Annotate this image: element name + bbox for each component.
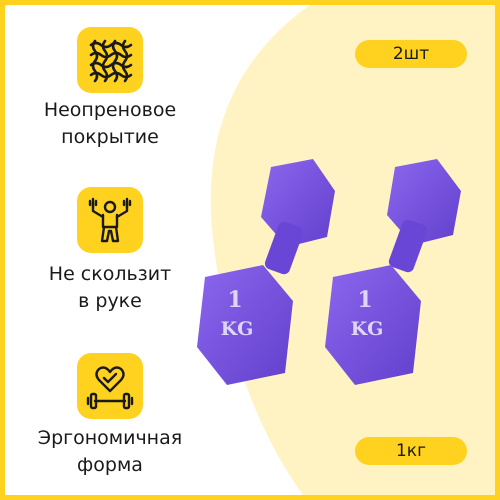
- left-dumbbell: 1 KG: [197, 159, 335, 385]
- lifting-person-icon: [77, 187, 143, 253]
- left-weight-number: 1: [227, 287, 242, 313]
- feature-label-grip: Не скользит в руке: [48, 263, 172, 312]
- weight-badge: 1кг: [355, 437, 467, 465]
- feature-label-coating: Неопреновое покрытие: [43, 99, 177, 148]
- woven-mesh-icon: [77, 27, 143, 93]
- heart-barbell-icon: [77, 353, 143, 419]
- right-weight-number: 1: [357, 287, 372, 313]
- feature-label-shape: Эргономичная форма: [37, 427, 183, 476]
- left-weight-unit: KG: [221, 318, 254, 340]
- right-weight-unit: KG: [351, 318, 384, 340]
- quantity-badge: 2шт: [355, 40, 467, 68]
- dumbbell-pair: 1 KG 1 KG: [197, 159, 461, 385]
- right-dumbbell: 1 KG: [325, 159, 461, 385]
